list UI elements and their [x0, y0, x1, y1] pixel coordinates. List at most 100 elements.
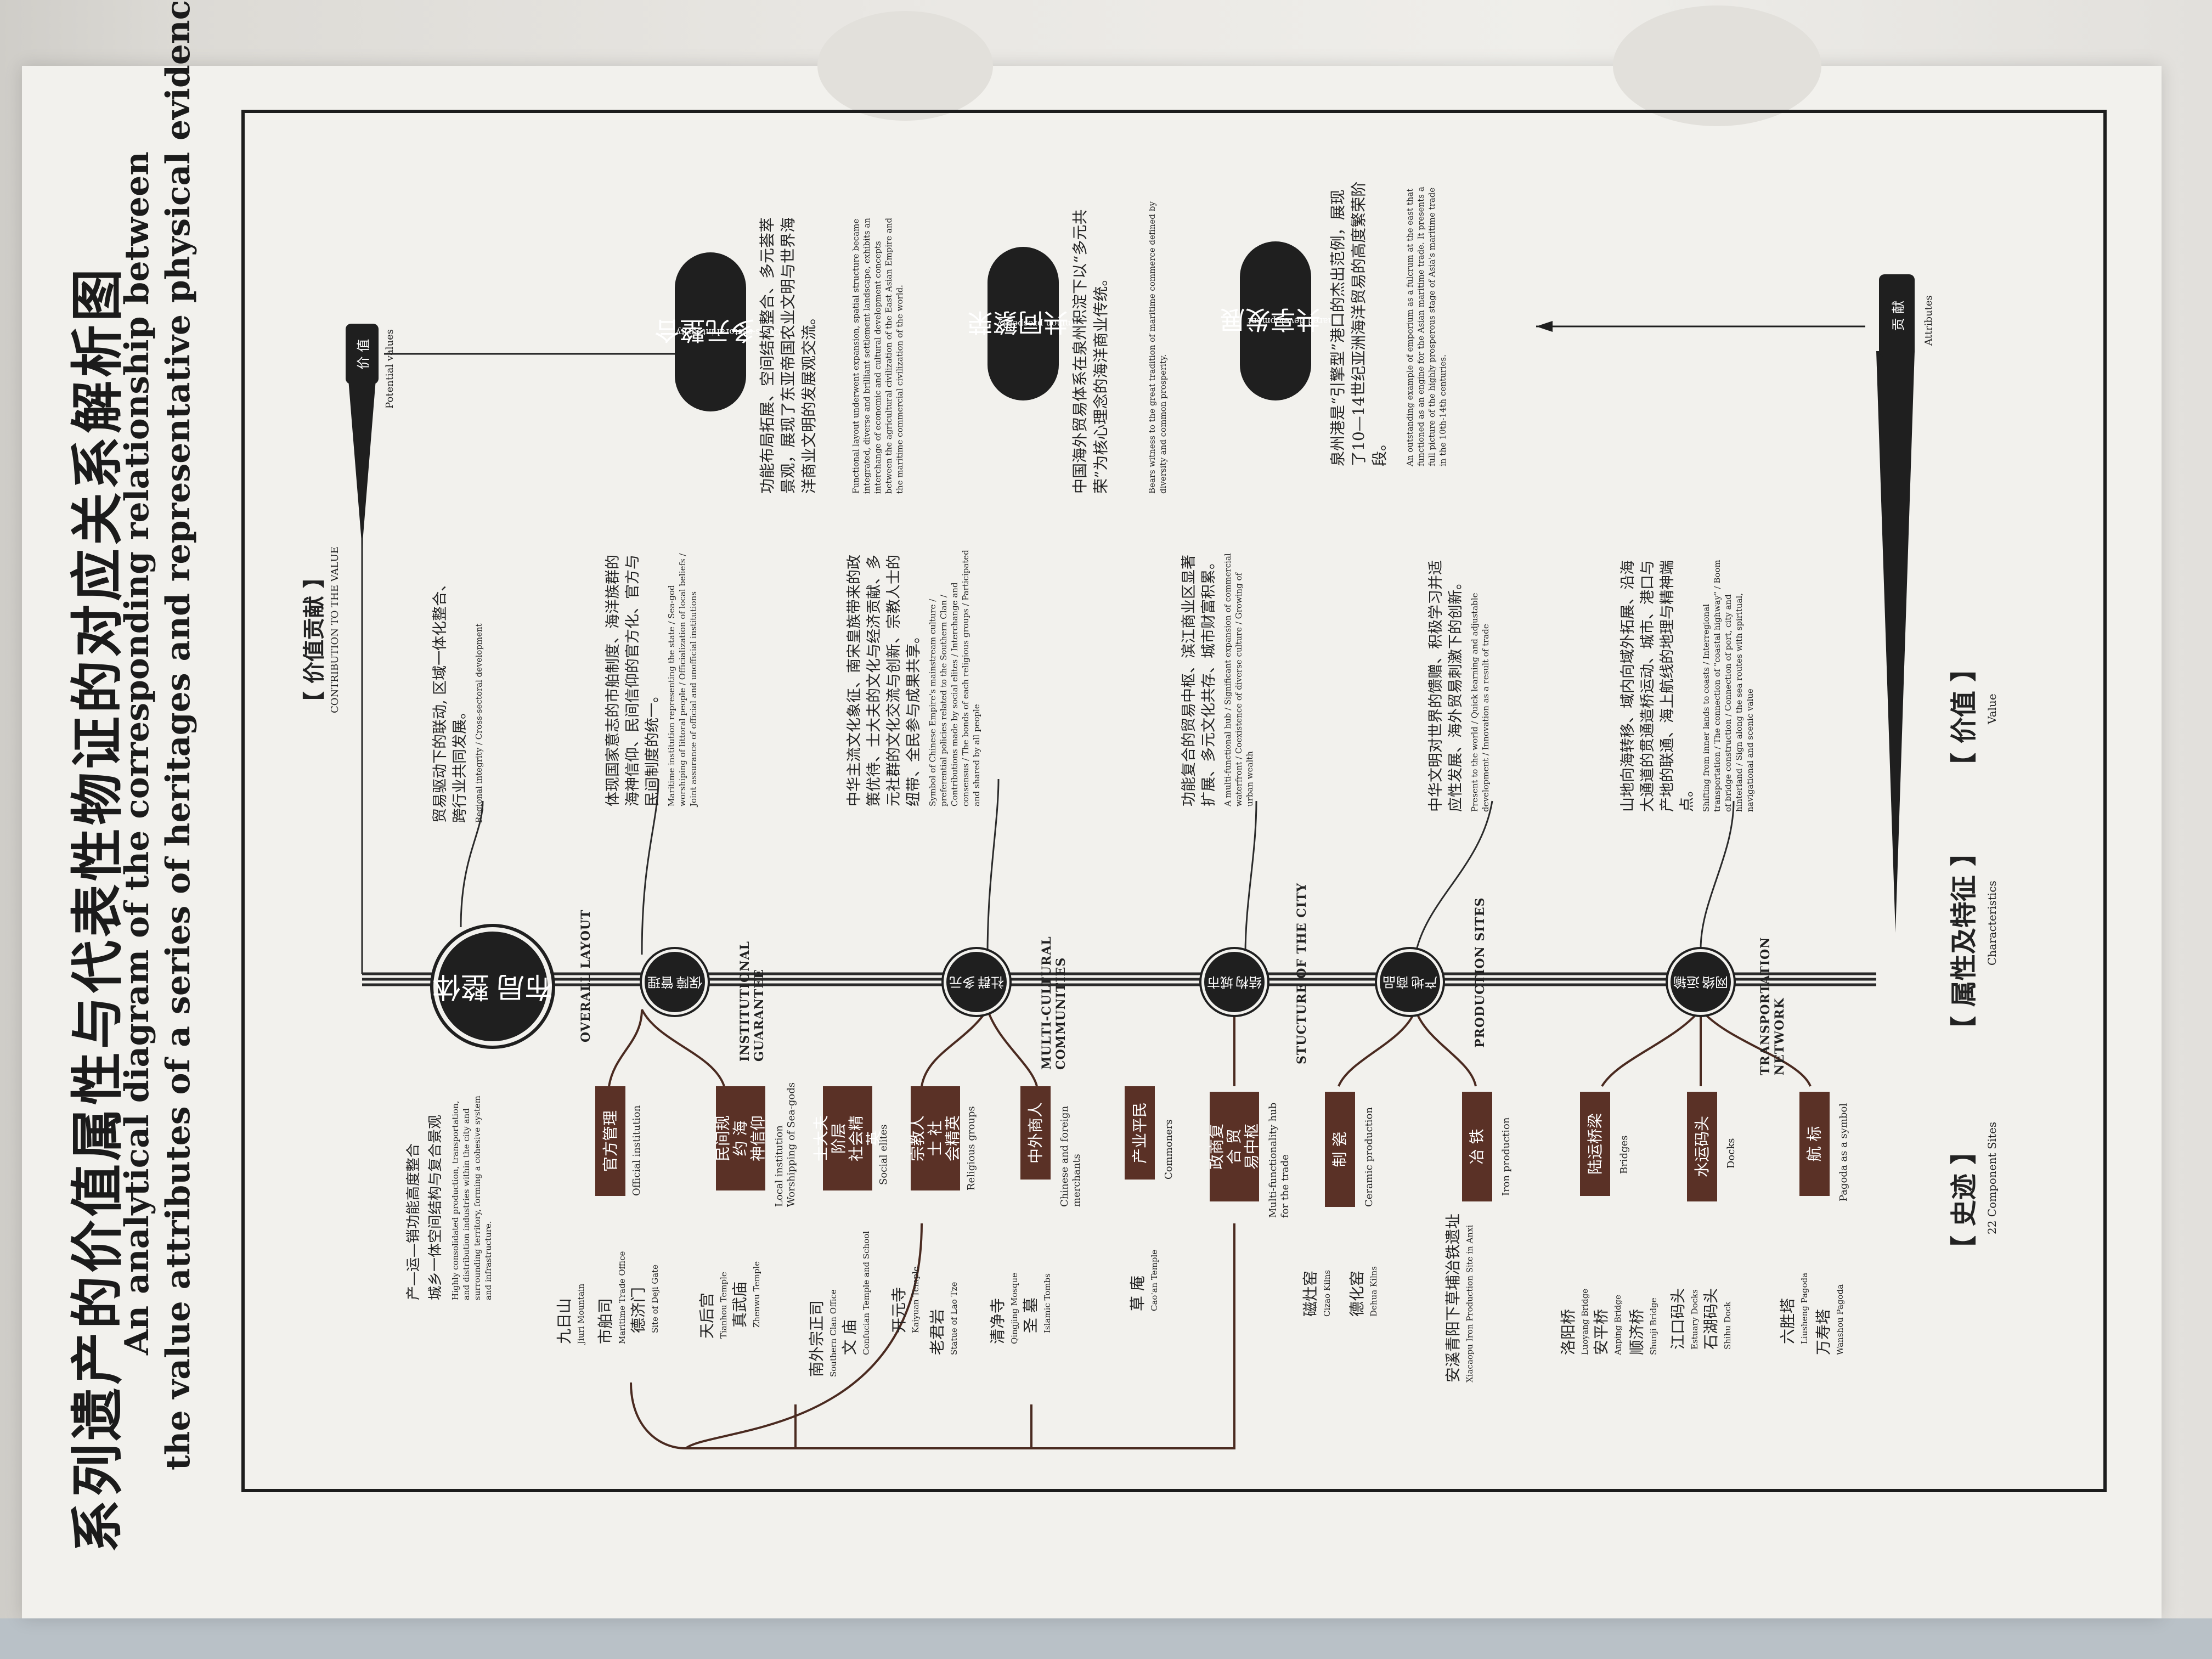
contribution-cn: 体现国家意志的市舶制度、海洋族群的海神信仰、民间信仰的官方化、官方与民间制度的统…	[605, 555, 661, 806]
hub-production: 商品产地	[1377, 949, 1443, 1015]
hub-label-city-structure: STUCTURE OF THE CITY	[1295, 882, 1309, 1064]
contribution-cn: 贸易驱动下的联动, 区域一体化整合、跨行业共同发展。	[432, 576, 469, 823]
site-name-cn: 德济门	[629, 1286, 647, 1333]
site-name-en: Anping Bridge	[1613, 1295, 1623, 1355]
site-name-cn: 德化窑	[1348, 1270, 1366, 1317]
hub-label-institutional: INSTITUTIONAL GUARANTEE	[738, 941, 766, 1062]
char-local-institution: 民间规约 海神信仰	[714, 1086, 767, 1190]
site-name-en: Site of Deji Gate	[650, 1264, 660, 1333]
site-name-en: Southern Clan Office	[828, 1289, 838, 1377]
char-en-iron: Iron production	[1500, 1117, 1512, 1196]
char-en-official: Official institution	[631, 1105, 642, 1196]
contribution-cn: 中华主流文化象征、南宋皇族带来的政策优待、士大夫的文化与经济贡献、多元社群的文化…	[846, 555, 922, 806]
site-name-cn: 南外宗正司	[808, 1300, 826, 1377]
site-name-en: Xiacaopu Iron Production Site in Anxi	[1465, 1224, 1475, 1383]
value-desc-cn-prosperity: 中国海外贸易体系在泉州积淀下以“多元共荣”为核心理念的海洋商业传统。	[1071, 209, 1110, 494]
site-name-en: Luoyang Bridge	[1580, 1288, 1590, 1355]
char-ceramic: 制 瓷	[1325, 1092, 1355, 1207]
char-religious: 宗教人士 社会精英	[909, 1086, 962, 1190]
site-name-en: Cizao Kilns	[1322, 1269, 1332, 1317]
value-desc-cn-integrity: 功能布局拓展、空间结构整合、多元荟萃景观，展现了东亚帝国农业文明与世界海洋商业文…	[758, 217, 818, 494]
hub-transportation: 运输网络	[1668, 949, 1734, 1015]
site-name-en: Estuary Docks	[1690, 1289, 1700, 1350]
site-name-cn: 天后宫	[698, 1292, 716, 1339]
overall-en: Highly consolidated production, transpor…	[450, 1096, 493, 1300]
char-en-merchants: Chinese and foreign merchants	[1059, 1105, 1082, 1207]
cloud-ornament	[817, 11, 993, 121]
contribution-en: Symbol of Chinese Empire's mainstream cu…	[928, 550, 981, 806]
site-name-en: Wanshou Pagoda	[1835, 1284, 1845, 1355]
site-name-en: Tianhou Temple	[719, 1272, 729, 1339]
site-name-cn: 六胜塔	[1779, 1297, 1797, 1344]
site-name-en: Confucian Temple and School	[861, 1231, 871, 1355]
overall-cn-2: 城乡一体空间结构与复合景观	[427, 1114, 444, 1300]
site-name-cn: 老君岩	[928, 1308, 946, 1355]
site-name-cn: 江口码头	[1669, 1288, 1687, 1350]
characteristics-header-cn: 【 属性及特征 】	[1949, 839, 1979, 1042]
char-iron: 冶 铁	[1462, 1092, 1492, 1201]
site-name-cn: 万寿塔	[1814, 1308, 1832, 1355]
char-commoners: 产业平民	[1125, 1086, 1155, 1180]
site-name-cn: 圣 墓	[1022, 1297, 1040, 1333]
value-desc-en-shared: An outstanding example of emporium as a …	[1405, 187, 1448, 466]
hub-label-communities: MULTI-CULTURAL COMMUNITIES	[1040, 936, 1068, 1070]
site-name-en: Qingjing Mosque	[1009, 1272, 1019, 1344]
char-en-elites: Social elites	[878, 1124, 889, 1185]
site-name-en: Islamic Tombs	[1042, 1273, 1052, 1333]
contribution-header-en: CONTRIBUTION TO THE VALUE	[329, 546, 341, 713]
char-en-docks: Docks	[1725, 1138, 1737, 1169]
site-name-en: Jiuri Mountain	[576, 1283, 586, 1344]
hub-communities: 多元社群	[944, 949, 1009, 1015]
overall-cn-1: 产—运—销功能高度整合	[405, 1143, 422, 1300]
site-name-en: Shihu Dock	[1723, 1301, 1733, 1350]
char-social-elites: 士大夫阶层 社会精英	[812, 1086, 883, 1190]
site-name-en: Dehua Kilns	[1369, 1266, 1379, 1317]
hub-overall-layout: 整体布局	[432, 927, 553, 1046]
contribution-en: Regional integrity / Cross-sectoral deve…	[474, 623, 484, 823]
char-en-pagoda: Pagoda as a symbol	[1838, 1103, 1849, 1201]
contribution-cn: 中华文明对世界的馈赠、积极学习并适应性发展、海外贸易刺激下的创新。	[1427, 560, 1464, 812]
contribution-en: A multi-functional hub / Significant exp…	[1223, 553, 1255, 806]
char-merchants: 中外商人	[1020, 1086, 1051, 1180]
site-name-en: Liusheng Pagoda	[1799, 1272, 1809, 1344]
contribution-cn: 功能复合的贸易中枢、滨江商业区显著扩展、多元文化共存、城市财富积累。	[1181, 555, 1217, 806]
char-en-trade-hub: Multi-functionality hub for the trade	[1267, 1102, 1291, 1218]
site-name-en: Maritime Trade Office	[617, 1251, 627, 1344]
site-name-cn: 清净寺	[989, 1297, 1007, 1344]
char-trade-hub: 政商复合 贸易中枢	[1207, 1092, 1261, 1201]
attr-axis-tag: 贡 献	[1879, 274, 1915, 357]
site-name-en: Cao'an Temple	[1149, 1249, 1159, 1311]
site-name-cn: 市舶司	[596, 1297, 614, 1344]
cloud-ornament	[1613, 5, 1821, 126]
characteristics-header-en: Characteristics	[1985, 881, 1999, 966]
site-name-en: Zhenwu Temple	[752, 1261, 761, 1328]
char-en-local: Local institution Worshipping of Sea-god…	[774, 1082, 797, 1207]
value-desc-en-integrity: Functional layout underwent expansion, s…	[851, 217, 905, 494]
hub-label-transportation: TRANSPORTATION NETWORK	[1758, 936, 1787, 1075]
contribution-en: Shifting from inner lands to coasts / In…	[1701, 560, 1755, 812]
site-name-cn: 文 庙	[840, 1319, 859, 1355]
hub-institutional: 管理保障	[642, 949, 708, 1015]
attr-axis-sub: Attributes	[1923, 295, 1934, 346]
site-name-cn: 石湖码头	[1702, 1288, 1720, 1350]
value-desc-en-prosperity: Bears witness to the great tradition of …	[1147, 201, 1168, 494]
char-pagoda: 航 标	[1799, 1092, 1830, 1196]
char-en-bridges: Bridges	[1618, 1135, 1630, 1174]
exhibit-panel	[22, 5, 2162, 1618]
